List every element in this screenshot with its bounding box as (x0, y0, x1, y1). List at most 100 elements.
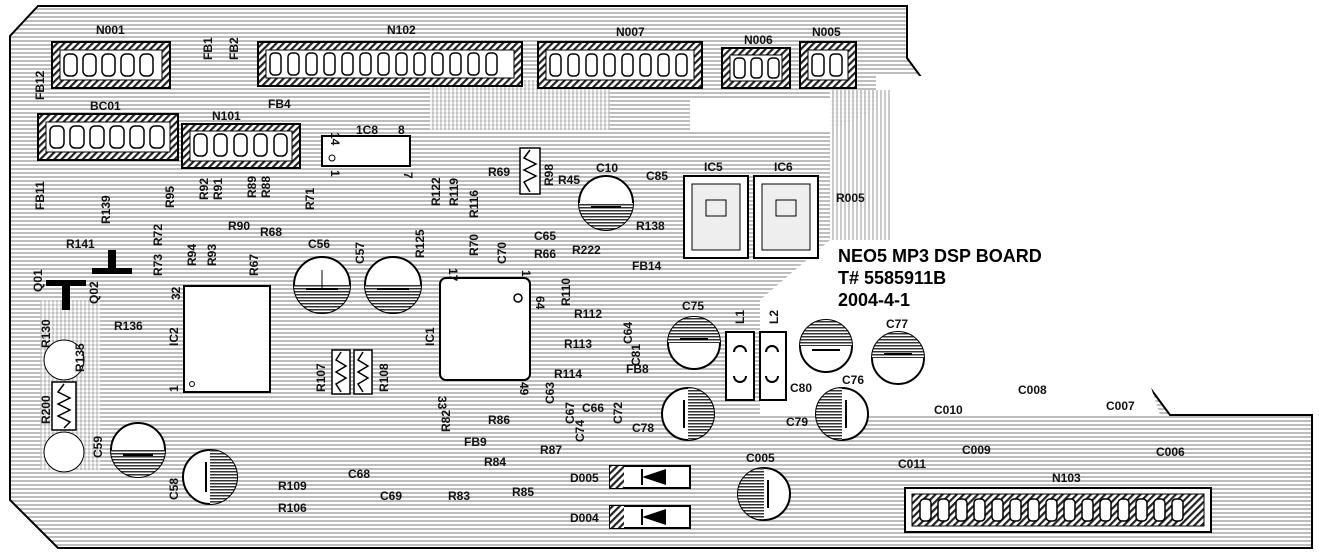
label-l2: L2 (767, 310, 781, 324)
ic-1c8 (321, 135, 411, 167)
label-r114: R114 (554, 367, 582, 381)
label-r116: R116 (467, 190, 481, 218)
label-c009: C009 (962, 443, 991, 457)
resistor-r98-body (519, 147, 541, 195)
pin-ic2-32: 32 (169, 286, 183, 300)
label-c008: C008 (1018, 383, 1047, 397)
label-r135: R135 (73, 343, 87, 372)
cap-c58 (182, 449, 238, 505)
label-r66: R66 (534, 247, 556, 261)
label-r138: R138 (636, 219, 665, 233)
label-ic2: IC2 (167, 327, 181, 346)
cap-c59 (110, 422, 166, 478)
label-r94: R94 (185, 244, 199, 266)
label-r119: R119 (447, 178, 461, 206)
label-c75: C75 (682, 299, 704, 313)
label-n103: N103 (1052, 471, 1081, 485)
label-fb14: FB14 (632, 259, 662, 273)
connector-n102 (257, 41, 523, 87)
label-q02: Q02 (87, 281, 101, 304)
label-c79: C79 (786, 415, 808, 429)
label-q01: Q01 (31, 269, 45, 292)
label-r84: R84 (484, 455, 506, 469)
label-c78: C78 (632, 421, 654, 435)
label-r95: R95 (163, 186, 177, 208)
label-fb12: FB12 (33, 70, 47, 100)
resistor-r107-body (331, 349, 351, 395)
pin-ic1-17: 17 (446, 268, 460, 282)
label-c007: C007 (1106, 399, 1135, 413)
label-r82: R82 (439, 410, 453, 432)
transistor-q01 (46, 280, 86, 310)
label-r89: R89 (245, 176, 259, 198)
label-r83: R83 (448, 489, 470, 503)
label-n102: N102 (387, 23, 416, 37)
label-c59: C59 (91, 436, 105, 458)
board-title-line-1: NEO5 MP3 DSP BOARD (838, 246, 1042, 266)
label-r72: R72 (151, 224, 165, 246)
board-title-line-2: T# 5585911B (838, 268, 946, 288)
label-c64: C64 (621, 322, 635, 344)
resistor-r200-body (51, 381, 77, 431)
label-n101: N101 (212, 109, 241, 123)
label-c76: C76 (842, 373, 864, 387)
connector-n103 (904, 487, 1212, 533)
cap-c76 (815, 387, 869, 441)
label-fb2: FB2 (227, 37, 241, 60)
label-r92: R92 (197, 178, 211, 200)
pin-ic8-1: 1 (328, 170, 342, 177)
label-d005: D005 (570, 471, 599, 485)
pad-r200-bottom (43, 431, 85, 473)
label-c77: C77 (886, 317, 908, 331)
transistor-q02 (92, 250, 132, 274)
connector-n001 (51, 41, 171, 89)
connector-n006 (721, 47, 791, 89)
cap-c57 (364, 256, 422, 314)
label-c10: C10 (596, 161, 618, 175)
label-r91: R91 (211, 178, 225, 200)
cap-c10 (578, 175, 634, 231)
label-r222: R222 (572, 243, 601, 257)
label-d004: D004 (570, 511, 599, 525)
label-fb1: FB1 (201, 37, 215, 60)
label-c72: C72 (611, 402, 625, 424)
label-r86: R86 (488, 413, 510, 427)
resistor-r108-body (353, 349, 373, 395)
label-r108: R108 (377, 363, 391, 392)
label-r113: R113 (564, 337, 592, 351)
label-r69: R69 (488, 165, 510, 179)
label-r106: R106 (278, 501, 307, 515)
label-c63: C63 (543, 382, 557, 404)
label-c56: C56 (308, 237, 330, 251)
label-r107: R107 (314, 363, 328, 392)
label-c67: C67 (563, 402, 577, 424)
label-c69: C69 (380, 489, 402, 503)
cap-c77 (871, 331, 925, 385)
label-r45: R45 (558, 173, 580, 187)
pin-ic1-1: 1 (519, 270, 533, 277)
pin-ic8-14: 14 (328, 132, 342, 146)
ic-ic5 (683, 175, 749, 259)
label-bc01: BC01 (90, 99, 121, 113)
pin-ic2-1: 1 (167, 385, 181, 392)
label-c81: C81 (629, 344, 643, 366)
label-r130: R130 (39, 319, 53, 348)
label-fb11: FB11 (33, 181, 47, 210)
label-ic1: IC1 (423, 327, 437, 346)
label-r85: R85 (512, 485, 534, 499)
label-c68: C68 (348, 467, 370, 481)
connector-bc01 (37, 113, 179, 161)
label-r70: R70 (467, 234, 481, 256)
label-r93: R93 (205, 244, 219, 266)
label-c006: C006 (1156, 445, 1185, 459)
label-c58: C58 (167, 478, 181, 500)
connector-n101 (181, 123, 301, 169)
label-c011: C011 (898, 457, 926, 471)
label-c005: C005 (746, 451, 775, 465)
cap-c005 (737, 467, 791, 521)
connector-n007 (537, 41, 703, 89)
label-r110: R110 (559, 278, 573, 306)
cap-c75 (667, 316, 721, 370)
label-r136: R136 (114, 319, 143, 333)
